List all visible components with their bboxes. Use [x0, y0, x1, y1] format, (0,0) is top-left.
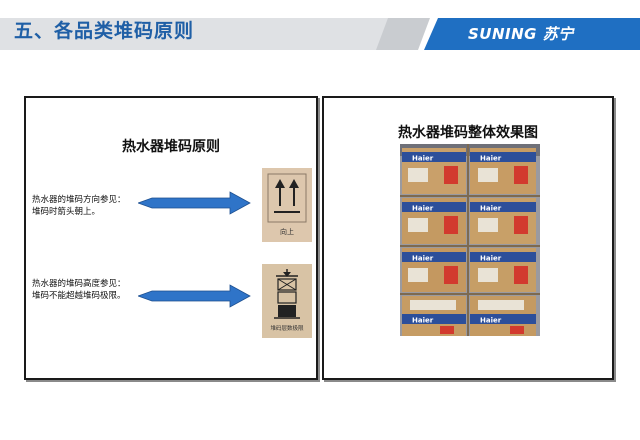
- arrow-right-icon: [138, 284, 251, 308]
- direction-note: 热水器的堆码方向参见： 堆码时箭头朝上。: [32, 194, 126, 218]
- panel-title-right: 热水器堆码整体效果图: [398, 125, 538, 141]
- slide-header: 五、各品类堆码原则 SUNING 苏宁: [0, 0, 640, 52]
- svg-text:Haier: Haier: [480, 317, 502, 325]
- up-arrows-icon: [267, 173, 307, 223]
- svg-text:Haier: Haier: [480, 155, 502, 163]
- header-banner: [0, 16, 640, 52]
- stacking-effect-panel: 热水器堆码整体效果图 Haier Haier Haier Haier: [322, 96, 614, 380]
- stacked-boxes-photo: Haier Haier Haier Haier Haier Haier: [400, 144, 540, 336]
- brand-bar-blue: [424, 18, 640, 50]
- height-note-line-2: 堆码不能超越堆码极限。: [32, 291, 126, 301]
- stack-mark-label: 堆码层数极限: [270, 326, 304, 332]
- slide-title: 五、各品类堆码原则: [14, 20, 195, 42]
- title-bar-gray: [0, 18, 420, 50]
- brand-logo: SUNING 苏宁: [468, 25, 574, 43]
- up-mark-label: 向上: [280, 228, 294, 236]
- this-way-up-mark: 向上: [262, 168, 312, 242]
- svg-text:Haier: Haier: [412, 155, 434, 163]
- svg-text:Haier: Haier: [412, 205, 434, 213]
- stacking-limit-mark: 堆码层数极限: [262, 264, 312, 338]
- direction-note-line-2: 堆码时箭头朝上。: [32, 207, 101, 217]
- height-note: 热水器的堆码高度参见： 堆码不能超越堆码极限。: [32, 278, 126, 302]
- stacking-principle-panel: 热水器堆码原则 热水器的堆码方向参见： 堆码时箭头朝上。 向上 热水器的堆码高度…: [24, 96, 318, 380]
- direction-note-line-1: 热水器的堆码方向参见：: [32, 195, 126, 205]
- svg-text:Haier: Haier: [412, 255, 434, 263]
- title-bar-stripe: [376, 18, 430, 50]
- svg-text:Haier: Haier: [480, 255, 502, 263]
- height-note-line-1: 热水器的堆码高度参见：: [32, 279, 126, 289]
- svg-text:Haier: Haier: [480, 205, 502, 213]
- stack-limit-icon: [274, 269, 300, 319]
- svg-text:Haier: Haier: [412, 317, 434, 325]
- arrow-right-icon: [138, 191, 251, 215]
- panel-title-left: 热水器堆码原则: [122, 139, 220, 155]
